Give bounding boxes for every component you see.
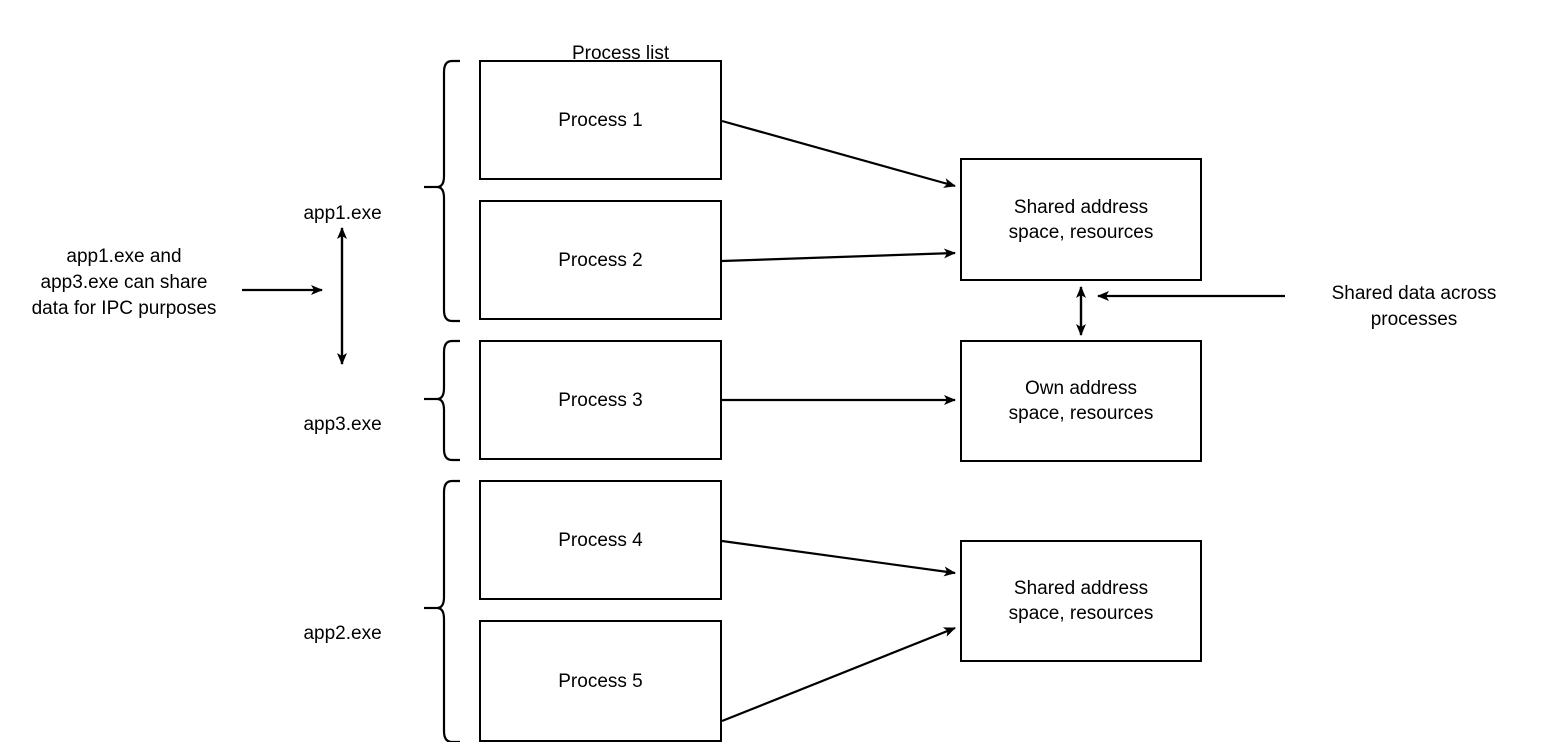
app-label-app3-text: app3.exe	[303, 414, 382, 435]
process-box-3[interactable]: Process 3	[479, 340, 722, 460]
process-box-3-label: Process 3	[558, 389, 643, 411]
memory-box-shared-top-line1: Shared address	[1013, 196, 1149, 218]
process-box-5-label: Process 5	[558, 670, 643, 692]
process-box-2[interactable]: Process 2	[479, 200, 722, 320]
memory-box-shared-top-line2: space, resources	[1008, 221, 1154, 243]
brace-app3	[424, 339, 460, 462]
memory-box-own-line2: space, resources	[1008, 403, 1154, 424]
page-title: Process list	[510, 16, 710, 91]
process-box-4-label: Process 4	[558, 529, 643, 551]
process-box-5[interactable]: Process 5	[479, 620, 722, 742]
memory-box-shared-bottom-label: Shared address space, resources	[1009, 576, 1154, 626]
shared-data-note-line1: Shared data across	[1331, 283, 1497, 304]
app-label-app1: app1.exe	[272, 176, 392, 251]
memory-box-shared-bottom-line1: Shared address	[1013, 578, 1149, 599]
app-label-app3: app3.exe	[272, 387, 392, 462]
brace-app2	[424, 479, 460, 742]
page-title-text: Process list	[571, 43, 670, 64]
app-label-app2: app2.exe	[272, 596, 392, 671]
ipc-note: app1.exe and app3.exe can share data for…	[8, 244, 240, 322]
process-box-2-label: Process 2	[558, 249, 643, 271]
ipc-note-line1: app1.exe and	[66, 246, 182, 267]
memory-box-own-line1: Own address	[1025, 378, 1137, 399]
shared-data-note-line2: processes	[1370, 309, 1458, 330]
arrow-process4-to-shared-bottom	[721, 539, 956, 577]
process-box-1-label: Process 1	[558, 109, 643, 131]
ipc-note-line3: data for IPC purposes	[31, 298, 217, 319]
arrow-process1-to-shared-top	[721, 119, 956, 188]
brace-app1	[424, 59, 460, 323]
arrow-process5-to-shared-bottom	[721, 626, 956, 723]
memory-box-own-label: Own address space, resources	[1009, 376, 1154, 426]
memory-box-shared-top[interactable]: Shared address space, resources	[960, 158, 1202, 281]
arrow-process2-to-shared-top	[721, 248, 956, 263]
ipc-note-line2: app3.exe can share	[40, 272, 208, 293]
memory-box-shared-bottom[interactable]: Shared address space, resources	[960, 540, 1202, 662]
process-box-1[interactable]: Process 1	[479, 60, 722, 180]
memory-box-own[interactable]: Own address space, resources	[960, 340, 1202, 462]
process-box-4[interactable]: Process 4	[479, 480, 722, 600]
app-label-app1-text: app1.exe	[303, 203, 382, 224]
memory-box-shared-top-label: Shared address space, resources	[1009, 195, 1154, 245]
shared-data-note: Shared data across processes	[1296, 281, 1532, 333]
memory-box-shared-bottom-line2: space, resources	[1008, 603, 1154, 624]
app-label-app2-text: app2.exe	[303, 623, 382, 644]
